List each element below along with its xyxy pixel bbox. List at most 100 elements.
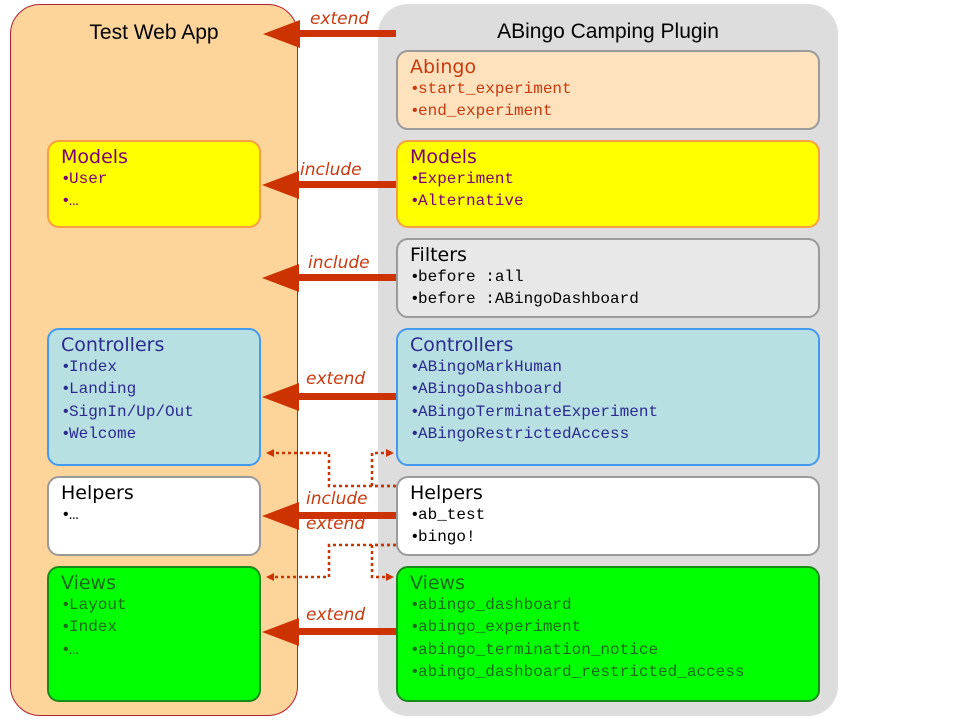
list-item-text: SignIn/Up/Out: [69, 402, 194, 421]
plugin-filters-box: Filters •before :all•before :ABingoDashb…: [396, 238, 820, 318]
plugin-helpers-list: •ab_test•bingo!: [410, 504, 806, 549]
list-item: •Experiment: [410, 168, 806, 190]
bullet-icon: •: [61, 506, 71, 524]
list-item-text: Alternative: [418, 192, 524, 211]
bullet-icon: •: [410, 268, 420, 286]
list-item-text: before :all: [418, 268, 524, 286]
app-views-title: Views: [61, 572, 116, 594]
test-web-app-title: Test Web App: [89, 21, 219, 44]
bullet-icon: •: [410, 380, 420, 399]
app-helpers-list: •…: [61, 504, 247, 526]
list-item-text: Layout: [69, 596, 127, 614]
list-item-text: abingo_dashboard_restricted_access: [418, 663, 745, 682]
plugin-views-box: Views •abingo_dashboard•abingo_experimen…: [396, 566, 820, 702]
plugin-helpers-title: Helpers: [410, 482, 483, 504]
list-item: •start_experiment: [410, 78, 806, 100]
list-item-text: …: [69, 640, 79, 659]
list-item: •…: [61, 639, 247, 661]
bullet-icon: •: [410, 425, 420, 444]
bullet-icon: •: [61, 380, 71, 399]
app-models-box: Models •User•…: [47, 140, 261, 228]
bullet-icon: •: [410, 596, 420, 614]
app-views-list: •Layout•Index•…: [61, 594, 247, 661]
list-item-text: ABingoDashboard: [418, 380, 563, 399]
list-item: •Landing: [61, 378, 247, 400]
bullet-icon: •: [61, 640, 71, 659]
list-item-text: before :ABingoDashboard: [418, 290, 639, 309]
list-item: •…: [61, 190, 247, 212]
list-item: •ABingoRestrictedAccess: [410, 423, 806, 445]
list-item: •before :ABingoDashboard: [410, 288, 806, 310]
label-include-filters: include: [308, 253, 370, 273]
label-extend-helpers: extend: [306, 514, 366, 534]
label-extend-views: extend: [306, 605, 366, 625]
list-item-text: end_experiment: [418, 102, 553, 121]
app-helpers-title: Helpers: [61, 482, 134, 504]
list-item-text: ab_test: [418, 506, 486, 524]
list-item-text: Experiment: [418, 170, 515, 188]
label-include-models: include: [300, 160, 362, 180]
bullet-icon: •: [61, 170, 71, 188]
list-item: •ABingoMarkHuman: [410, 356, 806, 378]
bullet-icon: •: [61, 192, 71, 211]
list-item-text: Landing: [69, 380, 137, 399]
list-item-text: ABingoMarkHuman: [418, 358, 563, 376]
list-item: •bingo!: [410, 526, 806, 548]
list-item: •ab_test: [410, 504, 806, 526]
bullet-icon: •: [61, 358, 71, 376]
plugin-views-title: Views: [410, 572, 465, 594]
app-controllers-list: •Index•Landing•SignIn/Up/Out•Welcome: [61, 356, 247, 446]
label-include-helpers: include: [306, 489, 368, 509]
list-item: •ABingoDashboard: [410, 378, 806, 400]
bullet-icon: •: [410, 618, 420, 637]
list-item: •Welcome: [61, 423, 247, 445]
plugin-controllers-title: Controllers: [410, 334, 514, 356]
list-item-text: bingo!: [418, 528, 476, 547]
list-item-text: …: [69, 506, 79, 524]
bullet-icon: •: [410, 528, 420, 547]
app-controllers-box: Controllers •Index•Landing•SignIn/Up/Out…: [47, 328, 261, 466]
list-item-text: ABingoTerminateExperiment: [418, 402, 659, 421]
bullet-icon: •: [61, 596, 71, 614]
list-item: •Layout: [61, 594, 247, 616]
plugin-abingo-list: •start_experiment•end_experiment: [410, 78, 806, 123]
bullet-icon: •: [410, 80, 420, 98]
list-item: •end_experiment: [410, 100, 806, 122]
app-models-title: Models: [61, 146, 128, 168]
app-views-box: Views •Layout•Index•…: [47, 566, 261, 702]
list-item-text: Index: [69, 618, 118, 637]
plugin-abingo-box: Abingo •start_experiment•end_experiment: [396, 50, 820, 130]
list-item: •Alternative: [410, 190, 806, 212]
list-item: •before :all: [410, 266, 806, 288]
list-item-text: abingo_dashboard: [418, 596, 572, 614]
plugin-models-box: Models •Experiment•Alternative: [396, 140, 820, 228]
bullet-icon: •: [61, 402, 71, 421]
plugin-views-list: •abingo_dashboard•abingo_experiment•abin…: [410, 594, 806, 684]
bullet-icon: •: [410, 663, 420, 682]
list-item-text: abingo_experiment: [418, 618, 582, 637]
plugin-abingo-title: Abingo: [410, 56, 477, 78]
list-item: •abingo_experiment: [410, 616, 806, 638]
bullet-icon: •: [61, 425, 71, 444]
list-item: •ABingoTerminateExperiment: [410, 401, 806, 423]
list-item-text: …: [69, 192, 79, 211]
bullet-icon: •: [410, 640, 420, 659]
plugin-filters-title: Filters: [410, 244, 467, 266]
app-models-list: •User•…: [61, 168, 247, 213]
bullet-icon: •: [410, 192, 420, 211]
plugin-controllers-box: Controllers •ABingoMarkHuman•ABingoDashb…: [396, 328, 820, 466]
list-item-text: ABingoRestrictedAccess: [418, 425, 630, 444]
list-item: •SignIn/Up/Out: [61, 401, 247, 423]
plugin-filters-list: •before :all•before :ABingoDashboard: [410, 266, 806, 311]
app-controllers-title: Controllers: [61, 334, 165, 356]
list-item: •Index: [61, 616, 247, 638]
list-item: •abingo_termination_notice: [410, 639, 806, 661]
list-item-text: Welcome: [69, 425, 137, 444]
bullet-icon: •: [410, 102, 420, 121]
list-item: •User: [61, 168, 247, 190]
bullet-icon: •: [410, 506, 420, 524]
plugin-helpers-box: Helpers •ab_test•bingo!: [396, 476, 820, 556]
list-item: •abingo_dashboard: [410, 594, 806, 616]
plugin-models-list: •Experiment•Alternative: [410, 168, 806, 213]
list-item-text: start_experiment: [418, 80, 572, 98]
